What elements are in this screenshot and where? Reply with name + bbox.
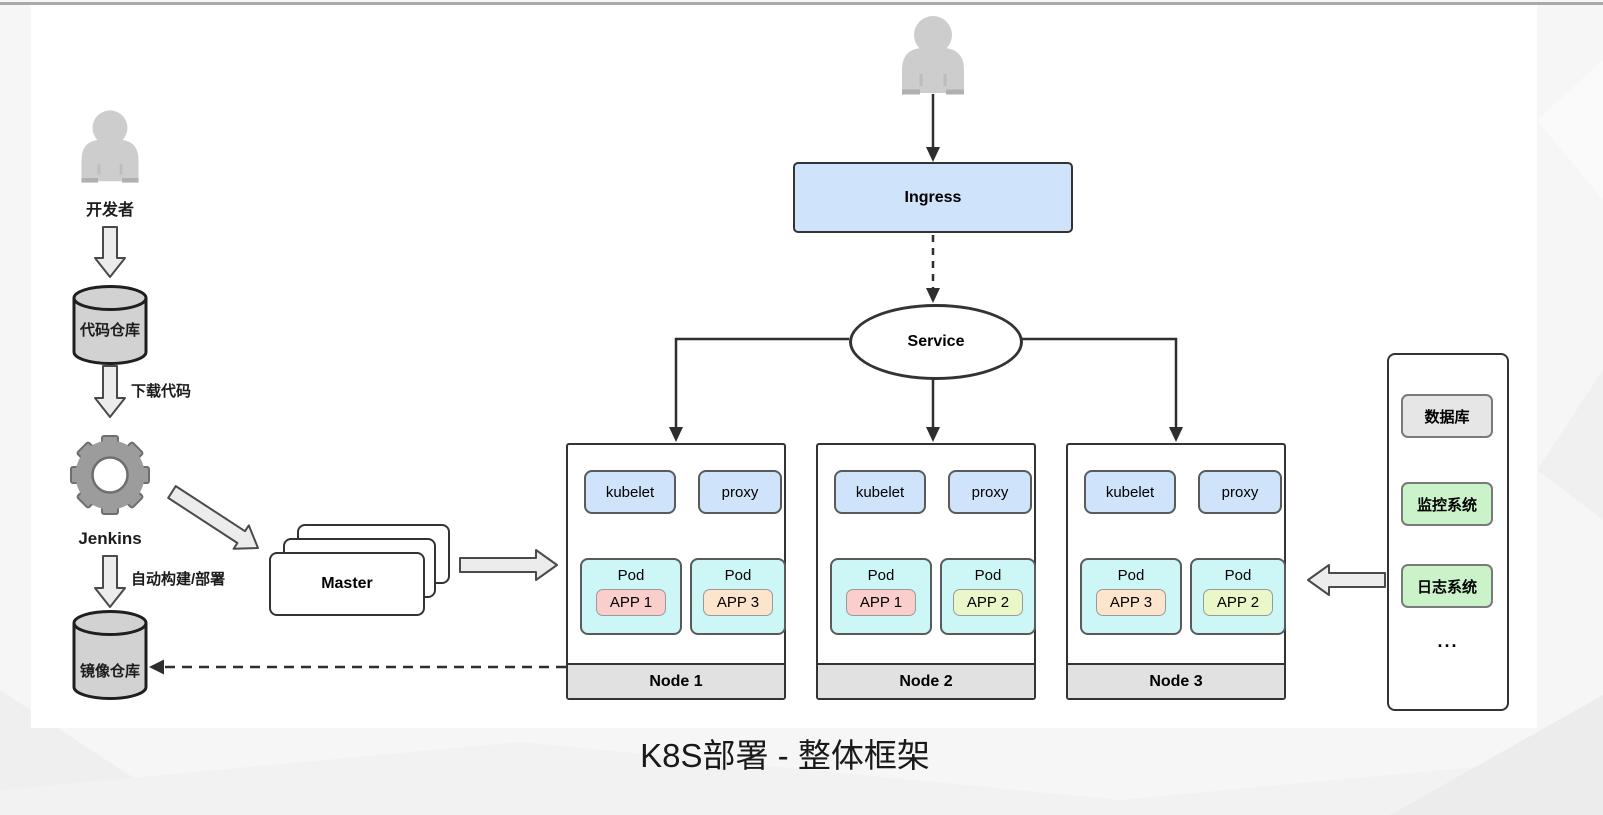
service-ellipse: Service (849, 304, 1023, 380)
image-repo-cylinder (72, 610, 148, 700)
app-badge: APP 2 (1202, 589, 1274, 616)
external-systems-panel: 数据库 监控系统 日志系统 ... (1387, 353, 1509, 711)
external-system-item-monitoring: 监控系统 (1401, 482, 1493, 526)
proxy-label: proxy (721, 483, 759, 501)
arrow-jenkins-to-image-repo (94, 555, 126, 608)
kubelet-label: kubelet (855, 483, 905, 501)
user-to-ingress-arrow (926, 94, 940, 162)
kubelet-box: kubelet (584, 470, 676, 514)
pod-label: Pod (1224, 567, 1252, 584)
image-repo-label: 镜像仓库 (79, 663, 140, 680)
ingress-to-service-arrow (926, 235, 940, 303)
external-system-label: 监控系统 (1416, 496, 1477, 514)
proxy-box: proxy (698, 470, 782, 514)
ingress-box: Ingress (793, 162, 1073, 233)
arrow-panel-to-node3 (1307, 564, 1386, 596)
pod-box: Pod APP 1 (830, 558, 932, 635)
service-to-node2-arrow (926, 374, 940, 442)
kubelet-box: kubelet (1084, 470, 1176, 514)
node-name-strip: Node 1 (568, 663, 784, 698)
developer-icon (81, 110, 139, 183)
kubelet-label: kubelet (1105, 483, 1155, 501)
ingress-label: Ingress (904, 188, 962, 206)
proxy-box: proxy (1198, 470, 1282, 514)
external-system-label: 日志系统 (1416, 578, 1477, 596)
pod-label: Pod (974, 567, 1002, 584)
proxy-label: proxy (1221, 483, 1259, 501)
pod-box: Pod APP 3 (690, 558, 786, 635)
node-2-box: kubelet proxy Pod APP 1 Pod APP 2 Node 2 (816, 443, 1036, 700)
code-repo-label: 代码仓库 (79, 322, 140, 339)
node-3-box: kubelet proxy Pod APP 3 Pod APP 2 Node 3 (1066, 443, 1286, 700)
service-to-node1-arrow (669, 337, 849, 442)
app-badge: APP 3 (702, 589, 774, 616)
node-name-label: Node 1 (649, 672, 703, 690)
auto-build-deploy-label: 自动构建/部署 (131, 571, 226, 588)
node-name-strip: Node 2 (818, 663, 1034, 698)
code-repo-cylinder (72, 285, 148, 365)
pod-label: Pod (867, 567, 895, 584)
app-badge: APP 2 (952, 589, 1024, 616)
jenkins-label: Jenkins (78, 529, 142, 548)
download-code-label: 下载代码 (131, 383, 192, 400)
node-name-label: Node 2 (899, 672, 953, 690)
node-1-box: kubelet proxy Pod APP 1 Pod APP 3 Node 1 (566, 443, 786, 700)
arrow-code-repo-to-jenkins (94, 365, 126, 418)
jenkins-gear-icon (70, 435, 150, 515)
kubelet-box: kubelet (834, 470, 926, 514)
node-name-strip: Node 3 (1068, 663, 1284, 698)
master-label: Master (321, 575, 373, 592)
service-label: Service (907, 333, 965, 350)
arrow-master-to-node1 (459, 549, 558, 581)
node-name-label: Node 3 (1149, 672, 1203, 690)
top-border-line (0, 2, 1603, 5)
app-badge: APP 3 (1095, 589, 1167, 616)
developer-label: 开发者 (85, 202, 134, 219)
diagram-title: K8S部署 - 整体框架 (640, 737, 930, 774)
external-system-item-logging: 日志系统 (1401, 564, 1493, 608)
proxy-box: proxy (948, 470, 1032, 514)
arrow-developer-to-code-repo (94, 226, 126, 278)
pod-box: Pod APP 3 (1080, 558, 1182, 635)
user-icon (902, 16, 964, 95)
external-systems-more: ... (1437, 631, 1459, 651)
pod-box: Pod APP 2 (940, 558, 1036, 635)
external-system-label: 数据库 (1424, 408, 1470, 426)
app-badge: APP 1 (595, 589, 667, 616)
kubelet-label: kubelet (605, 483, 655, 501)
node1-to-image-repo-dashed-arrow (149, 659, 566, 675)
pod-label: Pod (724, 567, 752, 584)
pod-box: Pod APP 1 (580, 558, 682, 635)
proxy-label: proxy (971, 483, 1009, 501)
app-badge: APP 1 (845, 589, 917, 616)
pod-box: Pod APP 2 (1190, 558, 1286, 635)
service-to-node3-arrow (1017, 337, 1183, 442)
pod-label: Pod (617, 567, 645, 584)
external-system-item-database: 数据库 (1401, 394, 1493, 438)
pod-label: Pod (1117, 567, 1145, 584)
master-box: Master (269, 552, 425, 616)
arrow-jenkins-to-master (167, 485, 259, 550)
